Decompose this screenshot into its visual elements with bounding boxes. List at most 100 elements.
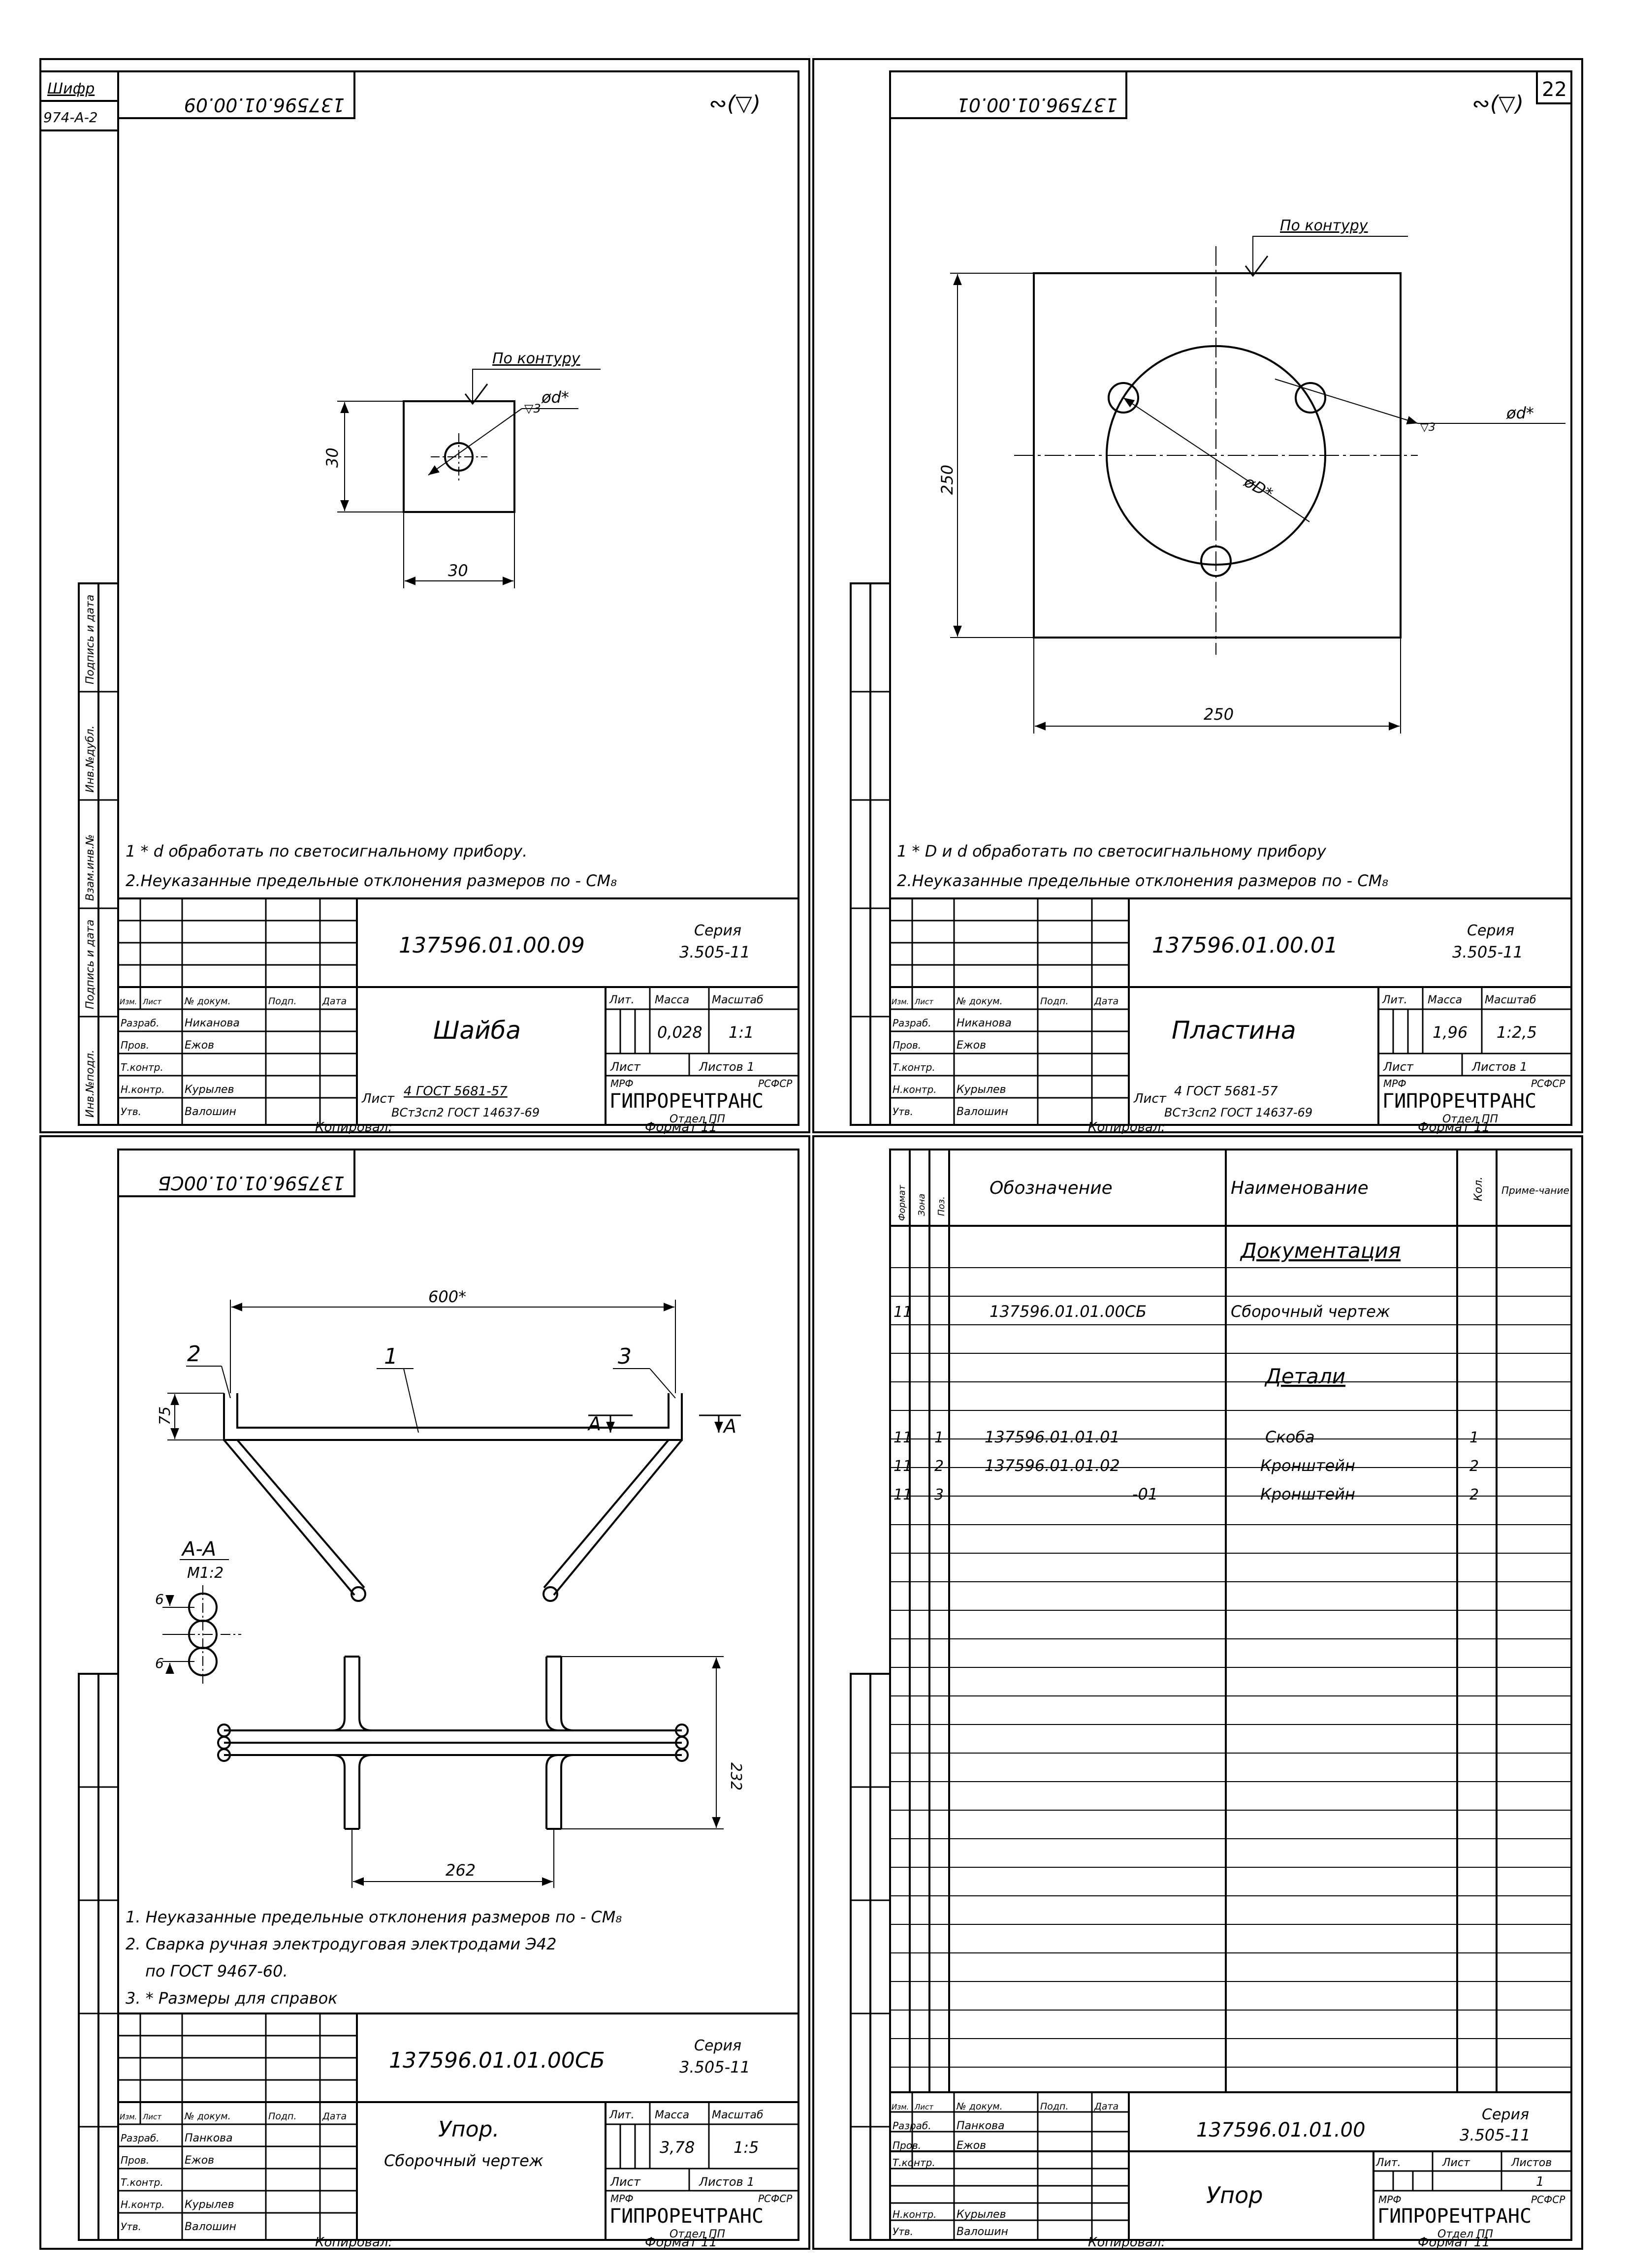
sheet1-person-1: Ежов [185,1039,214,1052]
sheet3-note-2b: по ГОСТ 9467-60. [145,1962,288,1981]
sheet3-dim-262: 262 [446,1861,476,1880]
sheet3-section-scale: М1:2 [187,1565,223,1582]
sheet1-contour-label: По контуру [492,350,581,367]
sheet1-role-2: Т.контр. [121,1061,163,1073]
sheet2-roughness: ∾(▽) [1472,91,1524,116]
sheet1-dept: Отдел ПП [670,1113,725,1125]
spec-row2-format: 11 [894,1429,912,1446]
sheet3-mass-label: Масса [655,2109,689,2121]
strip-label-3: Инв.№дубл. [84,725,96,793]
sheet3-subname: Сборочный чертеж [384,2151,543,2170]
sheet2-person-3: Курылев [957,1084,1006,1096]
sheet3-col-doc: № докум. [184,2111,231,2122]
sheet4-col-date: Дата [1094,2101,1118,2112]
sheet1-col-podp: Подп. [268,996,297,1007]
spec-header-zone: Зона [917,1194,927,1216]
sheet1-col-list: Лист [142,997,162,1006]
sheet1-org-right: РСФСР [758,1078,793,1089]
sheet3-callout-2: 2 [187,1342,201,1367]
sheet2-col-doc: № докум. [956,996,1003,1007]
sheet2-col-podp: Подп. [1040,996,1069,1007]
sheet2-dim-width: 250 [1204,705,1234,724]
sheet4-col-list: Лист [914,2103,934,2111]
sheet4-texts: Формат Зона Поз. Обозначение Наименовани… [892,1177,1569,2250]
sheet3-role-3: Н.контр. [121,2199,165,2210]
sheet3-callout-1: 1 [384,1344,398,1369]
spec-row4-pos: 3 [934,1486,944,1503]
sheet3-role-2: Т.контр. [121,2176,163,2188]
sheet2-dept: Отдел ПП [1442,1113,1498,1125]
spec-header-designation: Обозначение [990,1178,1113,1198]
sheet3-copied: Копировал: [315,2235,392,2250]
sheet1-copied: Копировал: [315,1120,392,1135]
sheet3-callout-3: 3 [618,1344,632,1369]
sheet3-series-value: 3.505-11 [679,2058,750,2076]
sheet1-scale: 1:1 [729,1023,754,1042]
sheet1-texts: 137596.01.00.09 ∾(▽) По контуру ▽3 ød* 3… [120,91,793,1135]
sheet4-lit-label: Лит. [1375,2157,1401,2169]
sheet3-section-mark-left: А [587,1413,601,1435]
sheet2-circle-label: øD* [1241,472,1276,504]
spec-row1-format: 11 [894,1304,912,1321]
sheet2-series-label: Серия [1467,922,1514,939]
sheet2-frame [812,58,1583,1133]
spec-header-note: Приме-чание [1501,1184,1569,1196]
sheet2-copied: Копировал: [1088,1120,1165,1135]
sheet1-dim-width: 30 [448,561,468,580]
sheet2-org: ГИПРОРЕЧТРАНС [1382,1090,1536,1113]
spec-row2-designation: 137596.01.01.01 [985,1428,1120,1446]
sheet4-col-izm: Изм. [892,2103,909,2111]
spec-row3-qty: 2 [1469,1458,1479,1475]
sheet2-sheets-label: Листов 1 [1471,1060,1528,1074]
sheet3-lit-label: Лит. [609,2109,635,2121]
sheet3-designation: 137596.01.01.00СБ [389,2048,605,2073]
sheet2-material-2: ВСт3сп2 ГОСТ 14637-69 [1164,1106,1312,1119]
sheet4-role-3: Н.контр. [893,2208,937,2220]
sheet1-col-doc: № докум. [184,996,231,1007]
sheet2-drawing [950,236,1565,734]
sheet4-sheet-label: Лист [1442,2157,1470,2169]
sheet1-org: ГИПРОРЕЧТРАНС [609,1090,764,1113]
sheet1-org-left: МРФ [610,1078,634,1089]
spec-row3-format: 11 [894,1458,912,1475]
sheet4-series-value: 3.505-11 [1460,2126,1531,2144]
sheet1-drawing [337,369,601,588]
sheet1-person-4: Валошин [185,1106,236,1118]
spec-section-parts: Детали [1264,1364,1345,1388]
spec-header-name: Наименование [1231,1178,1369,1198]
sheet1-person-3: Курылев [185,1084,234,1096]
sheet3-scale: 1:5 [734,2138,759,2157]
sheet3-drawing [162,1300,741,1888]
sheet4-name: Упор [1206,2182,1263,2208]
sheet1-hole-label: ød* [541,388,569,407]
sheet4-copied: Копировал: [1088,2235,1165,2250]
sheet1-person-0: Никанова [185,1017,240,1029]
sheet2-person-1: Ежов [957,1039,986,1052]
sheet2-dim-height: 250 [938,465,957,495]
sheet4-series-label: Серия [1482,2106,1529,2123]
strip-label-1: Подпись и дата [84,920,96,1009]
left-strip: Шифр 974-А-2 Инв.№подл. Подпись и дата В… [43,80,98,1118]
sheet1-scale-label: Масштаб [712,994,764,1006]
spec-section-docs: Документация [1240,1239,1401,1263]
sheet2-hole-label: ød* [1506,404,1534,422]
spec-row1-name: Сборочный чертеж [1231,1302,1390,1321]
sheet3-frame [39,1135,810,2250]
sheet3-dim-75: 75 [157,1406,174,1425]
sheet3-col-date: Дата [322,2111,347,2122]
sheet1-frame [39,58,810,1133]
sheet3-org-right: РСФСР [758,2193,793,2204]
sheet2-col-list: Лист [914,997,934,1006]
sheet1-format: Формат 11 [645,1120,717,1135]
sheet3-scale-label: Масштаб [712,2109,764,2121]
sheet2-col-date: Дата [1094,996,1118,1007]
sheet2-name: Пластина [1172,1016,1296,1045]
sheet3-top-stamp: 137596.01.01.00СБ [158,1172,345,1194]
sheet3-person-0: Панкова [185,2132,233,2144]
sheet4-format: Формат 11 [1418,2235,1490,2250]
spec-row4-format: 11 [894,1486,912,1503]
sheet3-dim-232: 232 [727,1762,744,1790]
sheet4-col-podp: Подп. [1040,2101,1069,2112]
sheet1-series-value: 3.505-11 [679,943,750,961]
